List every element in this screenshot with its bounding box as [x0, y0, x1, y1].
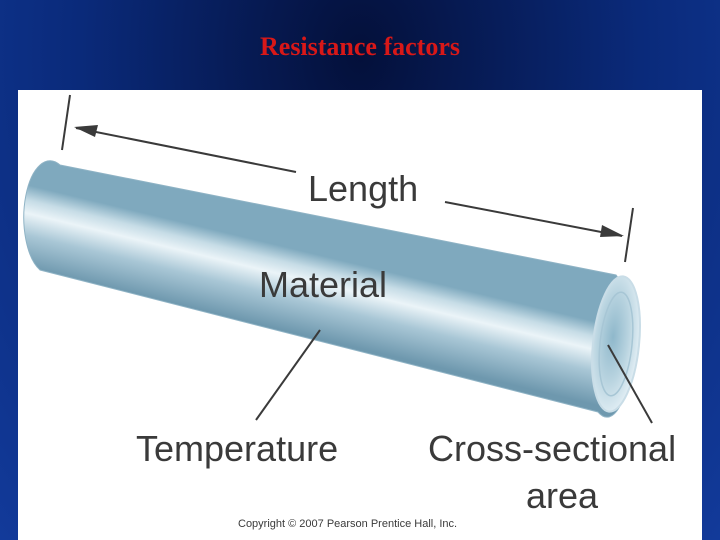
resistance-diagram: Length Material Temperature Cross-sectio…	[23, 94, 676, 530]
cylinder-end-face	[591, 275, 641, 413]
copyright-notice: Copyright © 2007 Pearson Prentice Hall, …	[238, 518, 457, 530]
cross-section-label-line2: area	[526, 475, 599, 516]
length-label: Length	[308, 168, 418, 209]
slide-title: Resistance factors	[260, 32, 460, 61]
temperature-leader	[255, 329, 321, 421]
conductor-cylinder	[23, 160, 641, 418]
cross-section-label-line1: Cross-sectional	[428, 428, 676, 469]
cross-section-leader	[607, 344, 653, 424]
temperature-label: Temperature	[136, 428, 338, 469]
figure-panel: Length Material Temperature Cross-sectio…	[18, 90, 702, 540]
material-label: Material	[259, 264, 387, 305]
length-arrow	[61, 94, 634, 263]
